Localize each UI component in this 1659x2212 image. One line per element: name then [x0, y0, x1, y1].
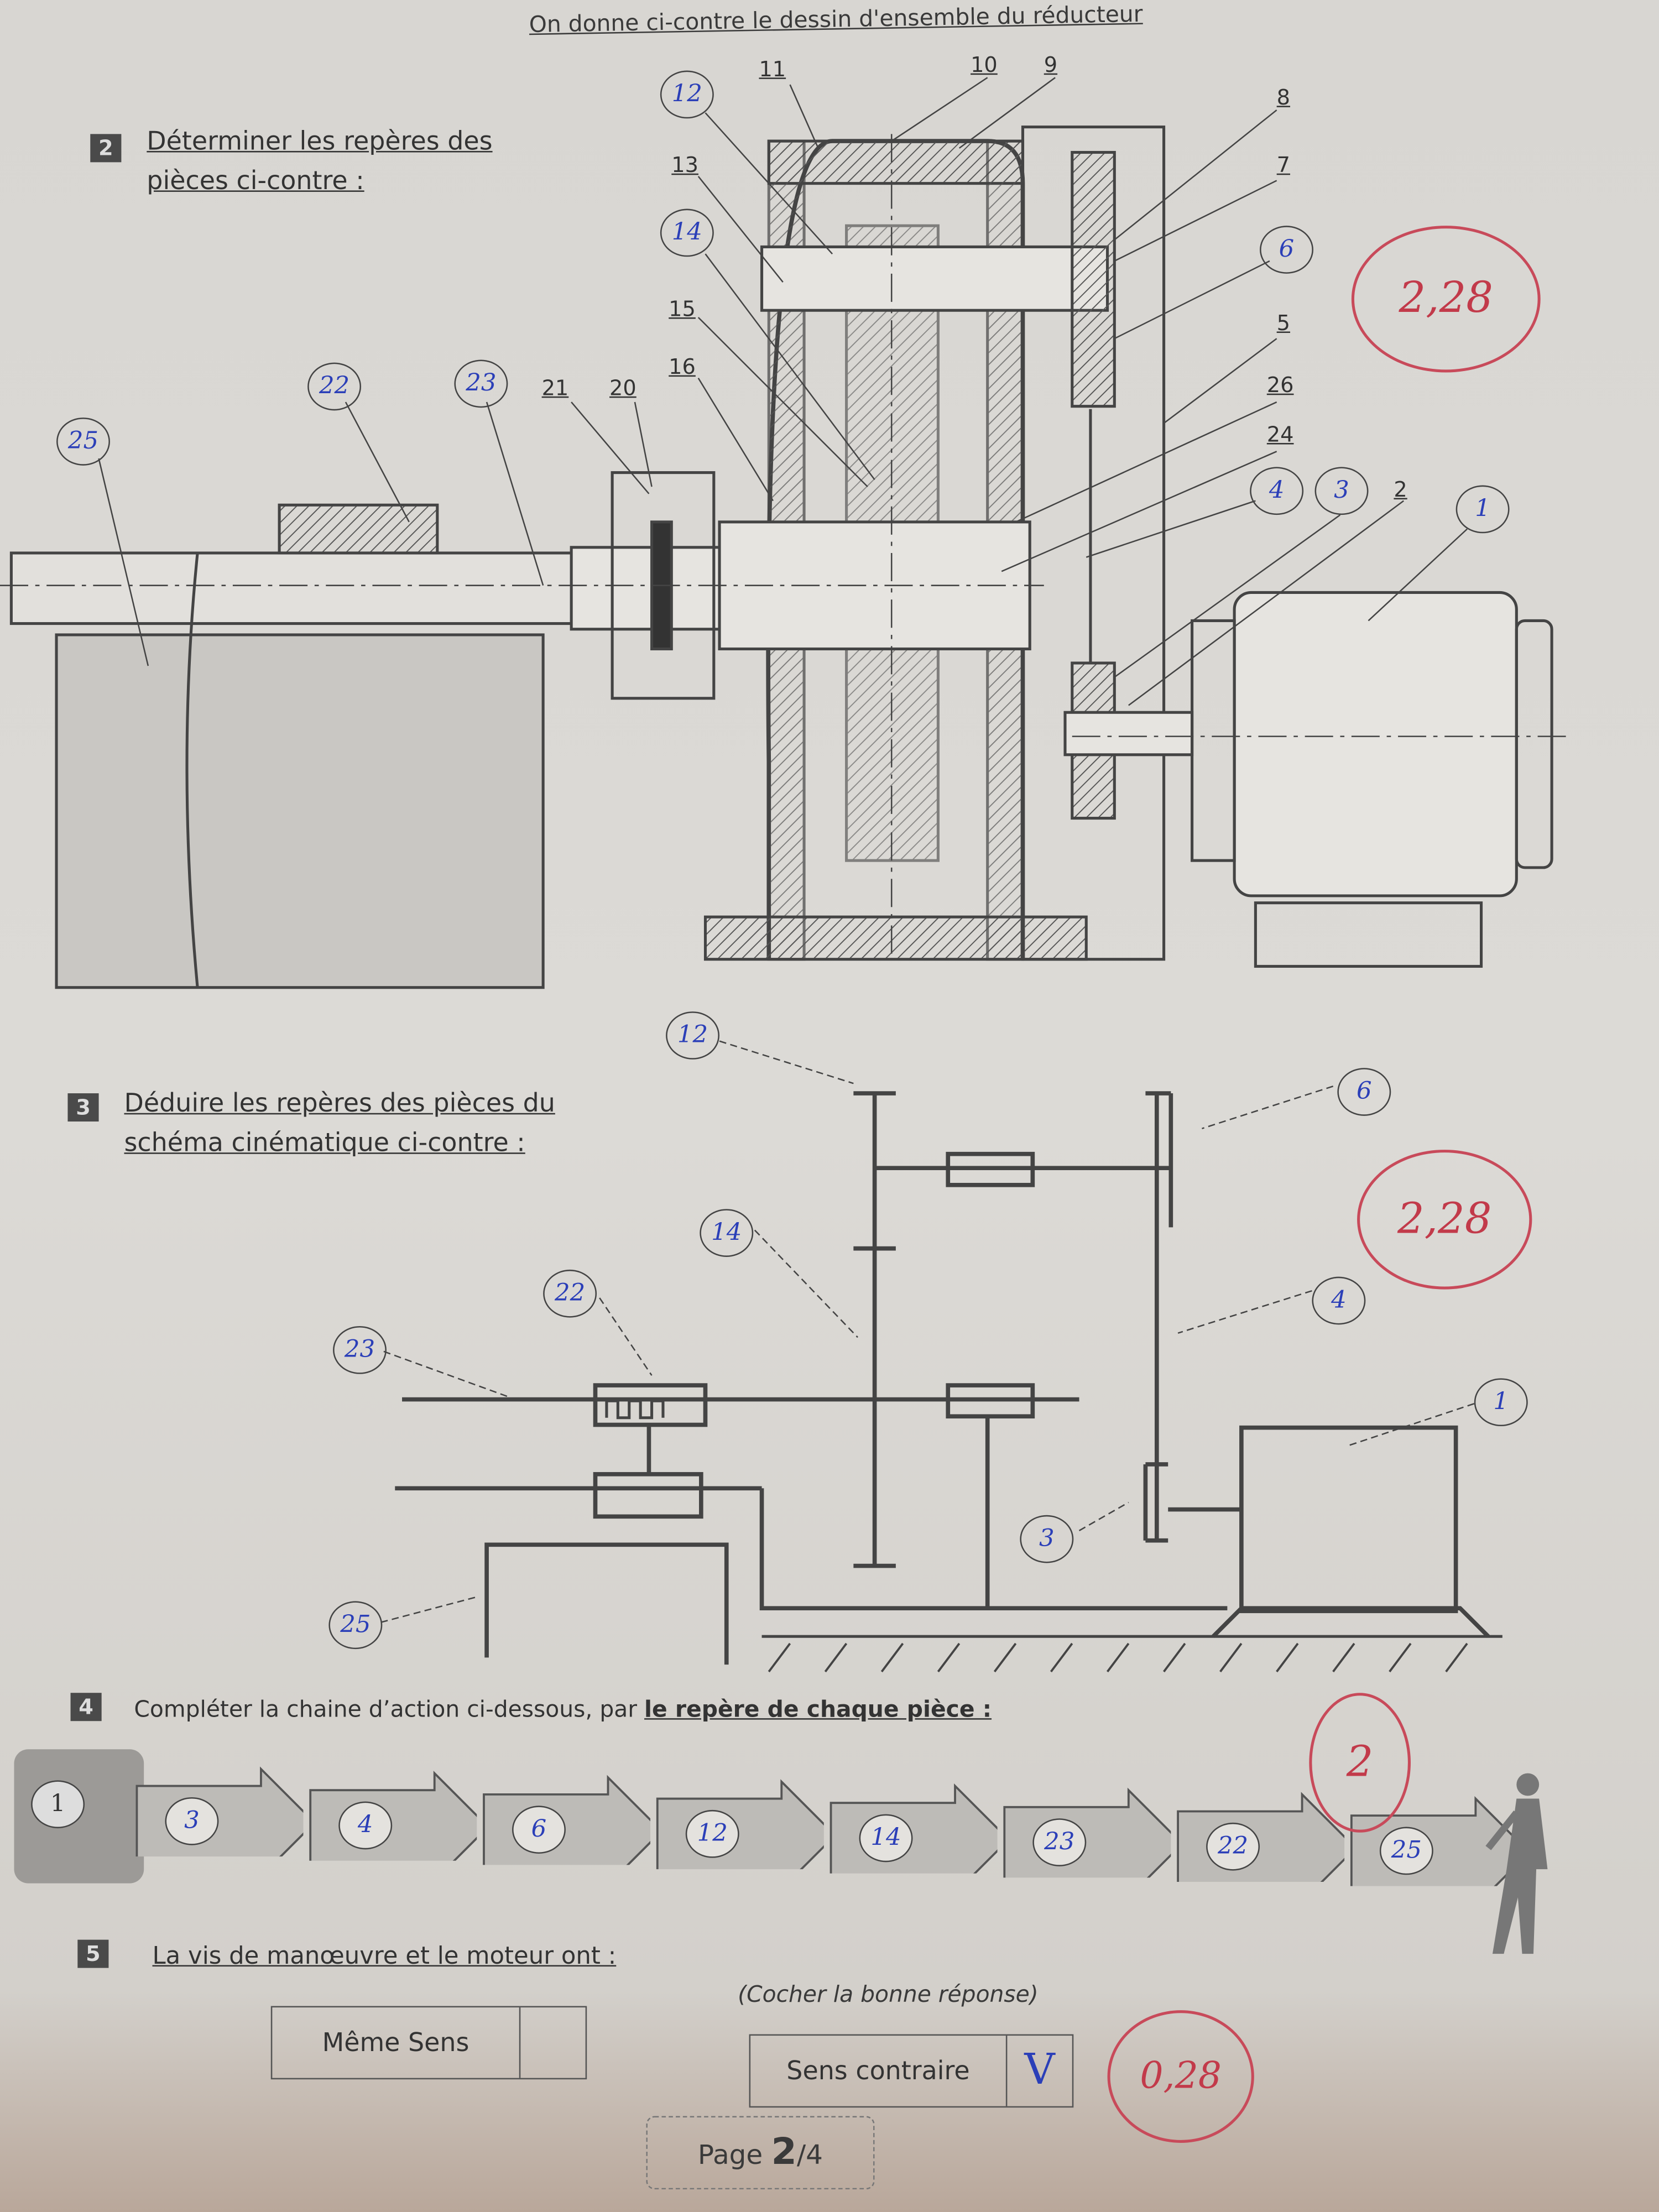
- answer-circle: 1: [1474, 1378, 1528, 1427]
- answer-circle: 25: [328, 1601, 383, 1650]
- chain-arrow: [309, 1770, 477, 1861]
- option-checkbox[interactable]: [519, 2007, 586, 2078]
- option-meme-sens[interactable]: Même Sens: [270, 2006, 587, 2080]
- page-total: /4: [796, 2140, 823, 2171]
- question-title: pièces ci-contre :: [147, 166, 364, 196]
- part-label: 5: [1276, 310, 1291, 336]
- part-label: 13: [671, 152, 698, 178]
- chain-answer-circle: 12: [685, 1809, 739, 1858]
- answer-circle: 14: [700, 1209, 754, 1257]
- part-label: 10: [971, 52, 998, 78]
- answer-circle: 6: [1337, 1068, 1391, 1116]
- answer-circle: 22: [307, 362, 362, 411]
- answer-circle: 12: [666, 1011, 720, 1060]
- part-label: 2: [1394, 477, 1407, 503]
- question-title-emphasis: le repère de chaque pièce :: [644, 1695, 992, 1723]
- option-checkbox[interactable]: V: [1005, 2036, 1072, 2106]
- answer-circle: 3: [1314, 467, 1369, 515]
- question-title: Compléter la chaine d’action ci-dessous,…: [134, 1695, 992, 1722]
- instruction-hint: (Cocher la bonne réponse): [738, 1980, 1039, 2008]
- chain-arrow: [135, 1766, 304, 1857]
- answer-circle: 12: [660, 70, 714, 119]
- chain-answer-circle: 4: [338, 1801, 393, 1850]
- part-label: 24: [1266, 421, 1294, 447]
- option-label: Sens contraire: [786, 2056, 970, 2086]
- motor-label: 1: [31, 1780, 85, 1829]
- question-title: Déterminer les repères des: [147, 127, 493, 157]
- chain-answer-circle: 25: [1379, 1827, 1433, 1875]
- question-title: schéma cinématique ci-contre :: [124, 1128, 525, 1159]
- answer-circle: 23: [333, 1326, 387, 1374]
- question-title: La vis de manœuvre et le moteur ont :: [152, 1942, 617, 1971]
- chain-answer-circle: 14: [859, 1814, 913, 1863]
- part-label: 7: [1276, 152, 1291, 178]
- part-label: 16: [669, 354, 696, 380]
- chain-answer-circle: 3: [165, 1797, 219, 1845]
- part-label: 21: [541, 375, 569, 401]
- answer-circle: 6: [1260, 226, 1313, 274]
- question-title-text: Compléter la chaine d’action ci-dessous,…: [134, 1695, 645, 1723]
- chain-arrow: [483, 1775, 651, 1865]
- page-current: 2: [771, 2131, 797, 2174]
- score-mark: 2,28: [1357, 1150, 1532, 1290]
- score-mark: 0,28: [1107, 2010, 1254, 2143]
- answer-circle: 22: [543, 1269, 597, 1318]
- answer-circle: 3: [1020, 1515, 1074, 1563]
- answer-circle: 4: [1312, 1276, 1366, 1325]
- part-label: 9: [1044, 52, 1058, 78]
- chain-arrow: [656, 1779, 824, 1870]
- part-label: 11: [759, 56, 786, 82]
- score-mark: 2,28: [1351, 226, 1541, 373]
- part-label: 20: [609, 375, 637, 401]
- assembly-drawing: [0, 77, 1573, 989]
- option-sens-contraire[interactable]: Sens contraire V: [749, 2034, 1074, 2108]
- chain-answer-circle: 23: [1032, 1818, 1087, 1866]
- part-label: 15: [669, 296, 696, 322]
- chain-arrow: [1177, 1792, 1345, 1882]
- answer-circle: 1: [1455, 485, 1510, 534]
- question-number: 3: [67, 1093, 99, 1122]
- answer-circle: 25: [56, 418, 110, 466]
- kinematic-schema: [380, 1040, 1503, 1673]
- page-number: Page 2/4: [646, 2116, 875, 2190]
- part-label: 8: [1276, 85, 1291, 110]
- answer-circle: 23: [454, 359, 508, 408]
- question-number: 4: [70, 1693, 102, 1721]
- chain-arrow: [1003, 1787, 1171, 1878]
- answer-circle: 14: [660, 208, 714, 257]
- page-prefix: Page: [697, 2140, 771, 2171]
- question-number: 2: [90, 134, 122, 163]
- chain-answer-circle: 6: [512, 1806, 566, 1854]
- person-icon: [1485, 1773, 1548, 1954]
- score-mark: 2: [1309, 1693, 1411, 1833]
- part-label: 26: [1266, 372, 1294, 398]
- chain-arrow: [830, 1783, 998, 1874]
- option-label: Même Sens: [322, 2028, 469, 2058]
- question-number: 5: [77, 1939, 109, 1968]
- question-title: Déduire les repères des pièces du: [124, 1089, 555, 1119]
- answer-circle: 4: [1250, 467, 1304, 515]
- chain-answer-circle: 22: [1206, 1822, 1260, 1871]
